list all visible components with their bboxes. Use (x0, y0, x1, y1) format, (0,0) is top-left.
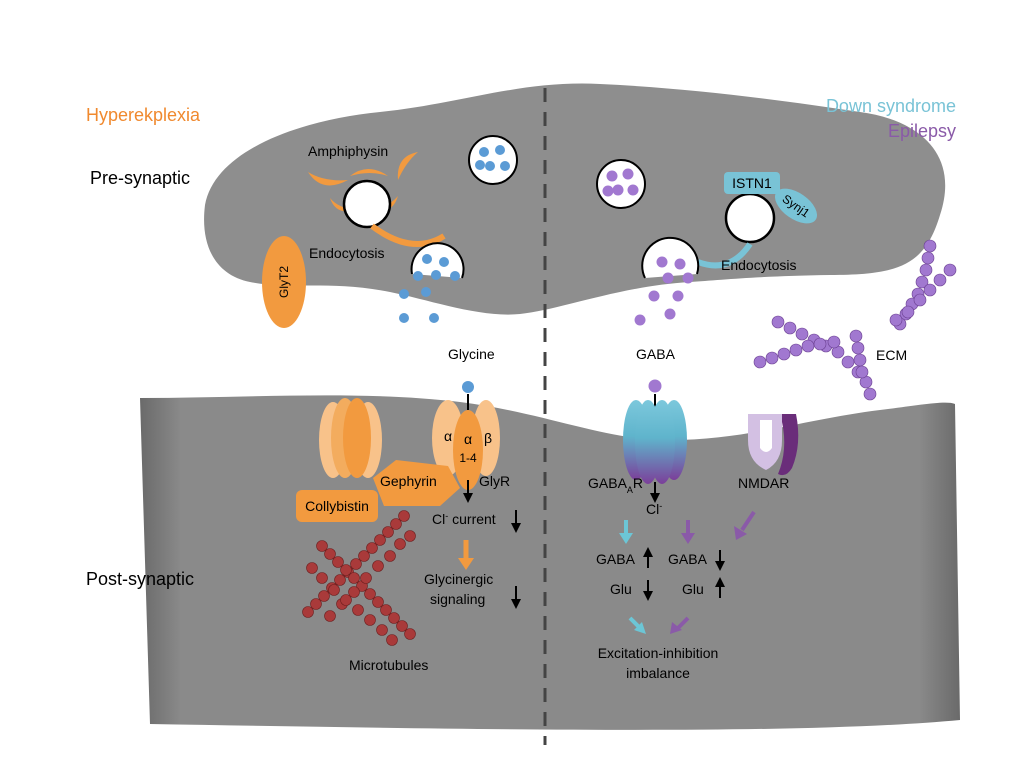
left-endocytosis-arrow (370, 223, 446, 247)
label-glyr-alpha-left: α (444, 428, 452, 444)
label-cl-current: Cl- current (432, 511, 496, 527)
label-glycine: Glycine (448, 346, 495, 362)
right-releasing-vesicle (641, 236, 700, 279)
label-gaba: GABA (636, 346, 676, 362)
left-glycine-vesicle-top (468, 135, 518, 185)
right-vesicle-top-dots (602, 168, 639, 197)
label-glyr-beta: β (484, 430, 492, 446)
legend-hyperekplexia: Hyperekplexia (86, 105, 201, 125)
left-releasing-vesicle (410, 242, 465, 279)
label-nmdar: NMDAR (738, 475, 789, 491)
label-ecm: ECM (876, 347, 907, 363)
presynaptic-terminal (204, 83, 946, 315)
istn1-protein (724, 172, 780, 194)
right-endocytic-vesicle (724, 192, 776, 244)
label-amphiphysin: Amphiphysin (308, 143, 388, 159)
label-post-synaptic: Post-synaptic (86, 569, 194, 589)
synj1-protein (774, 188, 818, 224)
gabaa-receptor (623, 400, 687, 484)
extracellular-matrix (753, 239, 957, 401)
label-pre-synaptic: Pre-synaptic (90, 168, 190, 188)
label-left-endocytosis: Endocytosis (309, 245, 384, 261)
label-glu-up: Glu (682, 581, 704, 597)
imbalance-arrows (628, 616, 690, 634)
label-right-cl: Cl- (646, 501, 662, 517)
label-collybistin: Collybistin (305, 498, 369, 514)
label-glyt2: GlyT2 (277, 266, 291, 298)
legend-down-syndrome: Down syndrome (826, 96, 956, 116)
right-gaba-vesicle-top (596, 159, 646, 209)
gephyrin (373, 460, 460, 506)
label-right-endocytosis: Endocytosis (721, 257, 796, 273)
label-glycinergic: Glycinergic (424, 571, 493, 587)
glycine-receptor-left (319, 398, 382, 478)
label-signaling: signaling (430, 591, 485, 607)
released-glycine-dots (399, 254, 460, 323)
released-gaba-dots (634, 256, 694, 326)
label-gephyrin: Gephyrin (380, 473, 437, 489)
postsynaptic-terminal (140, 395, 960, 730)
label-glyr-alpha-center: α (464, 431, 472, 447)
left-endocytic-vesicle (342, 179, 392, 229)
label-gabaar: GABAAR (588, 475, 643, 495)
legend-epilepsy: Epilepsy (888, 121, 956, 141)
label-glyr: GlyR (479, 473, 510, 489)
label-gaba-down: GABA (668, 551, 708, 567)
glycinergic-orange-arrowhead (458, 558, 474, 570)
microtubules (302, 510, 416, 646)
left-vesicle-top-dots (475, 145, 510, 171)
label-gaba-up: GABA (596, 551, 636, 567)
label-microtubules: Microtubules (349, 657, 428, 673)
gaba-effect-arrows (619, 510, 756, 544)
amphiphysin-crescents (308, 152, 418, 212)
label-istn1: ISTN1 (732, 175, 772, 191)
label-glyr-alpha-subtype: 1-4 (459, 451, 477, 465)
label-glu-down: Glu (610, 581, 632, 597)
glyr-receptor (432, 400, 500, 490)
right-endocytosis-arrow (696, 242, 753, 269)
label-imbalance: imbalance (626, 665, 690, 681)
label-excitation-inhibition: Excitation-inhibition (598, 645, 719, 661)
collybistin (296, 490, 378, 522)
glycine-molecule (462, 381, 474, 393)
gaba-molecule (648, 379, 662, 393)
nmdar-receptor (748, 414, 799, 476)
glyt2-transporter (262, 236, 306, 328)
